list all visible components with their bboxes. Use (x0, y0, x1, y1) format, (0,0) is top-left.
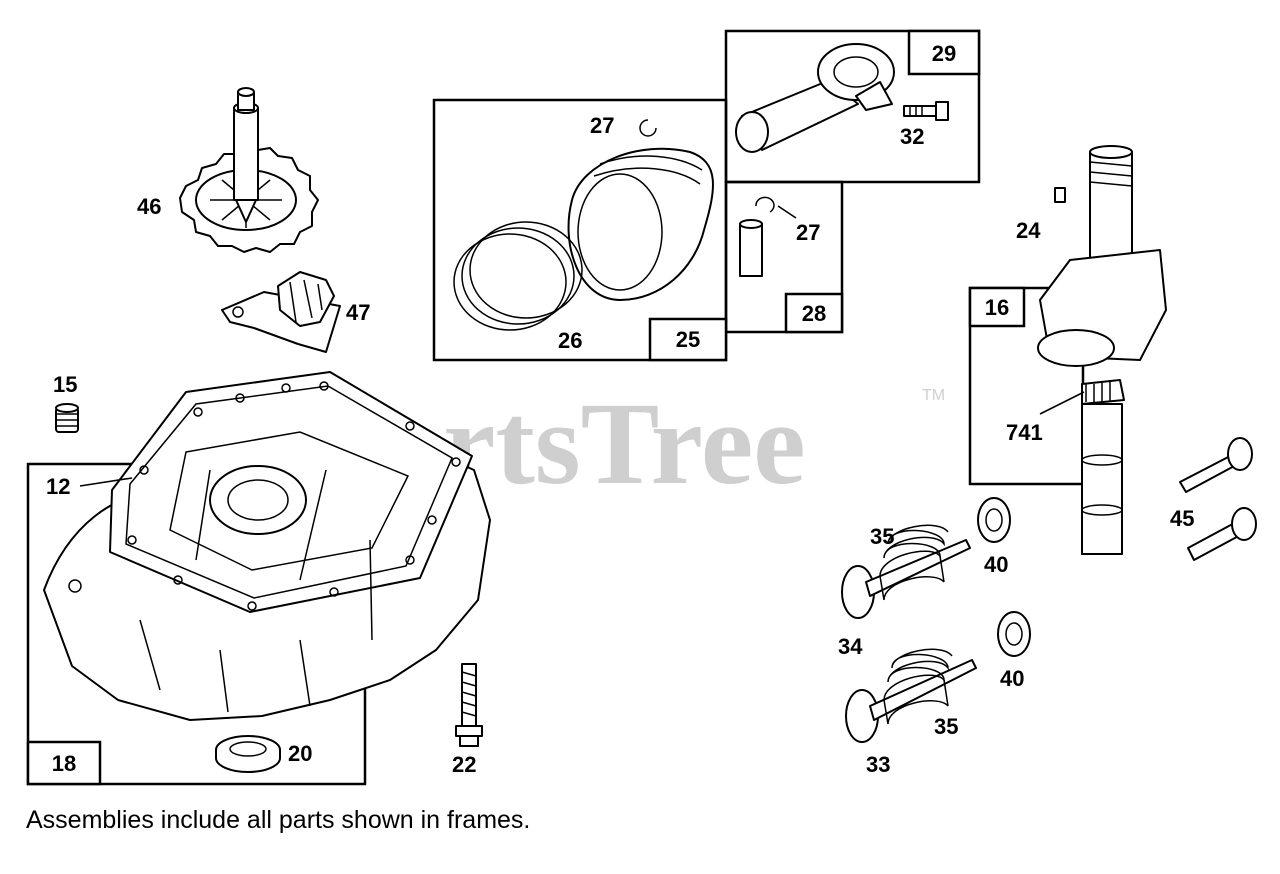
callout-741-leader (1039, 391, 1085, 415)
svg-text:16: 16 (985, 295, 1009, 320)
watermark-trademark: TM (922, 387, 945, 404)
piston-rings-part[interactable] (453, 221, 583, 331)
valve-spring-lower-part[interactable] (883, 648, 953, 725)
callout-35-lower: 35 (934, 714, 958, 739)
svg-text:28: 28 (802, 301, 826, 326)
callout-32: 32 (900, 124, 924, 149)
oil-seal-part[interactable] (215, 735, 281, 773)
svg-text:25: 25 (676, 327, 700, 352)
intake-valve-part[interactable] (841, 539, 971, 619)
rod-bolt-part[interactable] (903, 101, 949, 121)
valve-retainer-upper-part[interactable] (977, 497, 1011, 543)
piston-part[interactable] (567, 147, 714, 301)
governor-gear-part[interactable] (179, 87, 319, 253)
assembly-note: Assemblies include all parts shown in fr… (26, 806, 531, 834)
svg-text:29: 29 (932, 41, 956, 66)
piston-pin-part[interactable] (739, 219, 763, 277)
frame-connecting-rod (724, 29, 981, 184)
callout-24: 24 (1016, 218, 1041, 243)
callout-40-lower: 40 (1000, 666, 1024, 691)
callout-22: 22 (452, 752, 476, 777)
tappet-lower-part[interactable] (1187, 507, 1257, 561)
oil-plug-part[interactable] (55, 403, 79, 433)
callout-40-upper: 40 (984, 552, 1008, 577)
callout-47: 47 (346, 300, 370, 325)
callout-20: 20 (288, 741, 312, 766)
callout-27-leader (777, 205, 797, 219)
frame-tag-28[interactable]: 28 (784, 292, 844, 334)
callout-45: 45 (1170, 506, 1194, 531)
frame-tag-18[interactable]: 18 (26, 740, 102, 786)
callout-12-leader (79, 477, 133, 487)
callout-26: 26 (558, 328, 582, 353)
callout-15: 15 (53, 372, 77, 397)
exhaust-valve-part[interactable] (845, 659, 977, 743)
valve-spring-upper-part[interactable] (879, 524, 949, 601)
valve-retainer-lower-part[interactable] (997, 611, 1031, 657)
retaining-clip-part[interactable] (639, 119, 657, 137)
bolt-part[interactable] (455, 663, 483, 747)
frame-tag-29[interactable]: 29 (907, 29, 981, 76)
frame-tag-16[interactable]: 16 (968, 286, 1026, 328)
svg-text:18: 18 (52, 751, 76, 776)
crankshaft-key-part[interactable] (1054, 187, 1066, 203)
governor-crank-part[interactable] (221, 271, 341, 353)
callout-34: 34 (838, 634, 863, 659)
tappet-upper-part[interactable] (1179, 437, 1253, 493)
connecting-rod-part[interactable] (735, 43, 895, 153)
callout-741: 741 (1006, 420, 1043, 445)
callout-12: 12 (46, 474, 70, 499)
frame-tag-25[interactable]: 25 (648, 317, 728, 362)
callout-27-right: 27 (796, 220, 820, 245)
callout-46: 46 (137, 194, 161, 219)
callout-35-upper: 35 (870, 524, 894, 549)
crankcase-cover-part[interactable] (43, 371, 491, 721)
pin-clip-part[interactable] (755, 196, 775, 213)
crankshaft-part[interactable] (1037, 145, 1167, 555)
callout-33: 33 (866, 752, 890, 777)
callout-27-top: 27 (590, 113, 614, 138)
